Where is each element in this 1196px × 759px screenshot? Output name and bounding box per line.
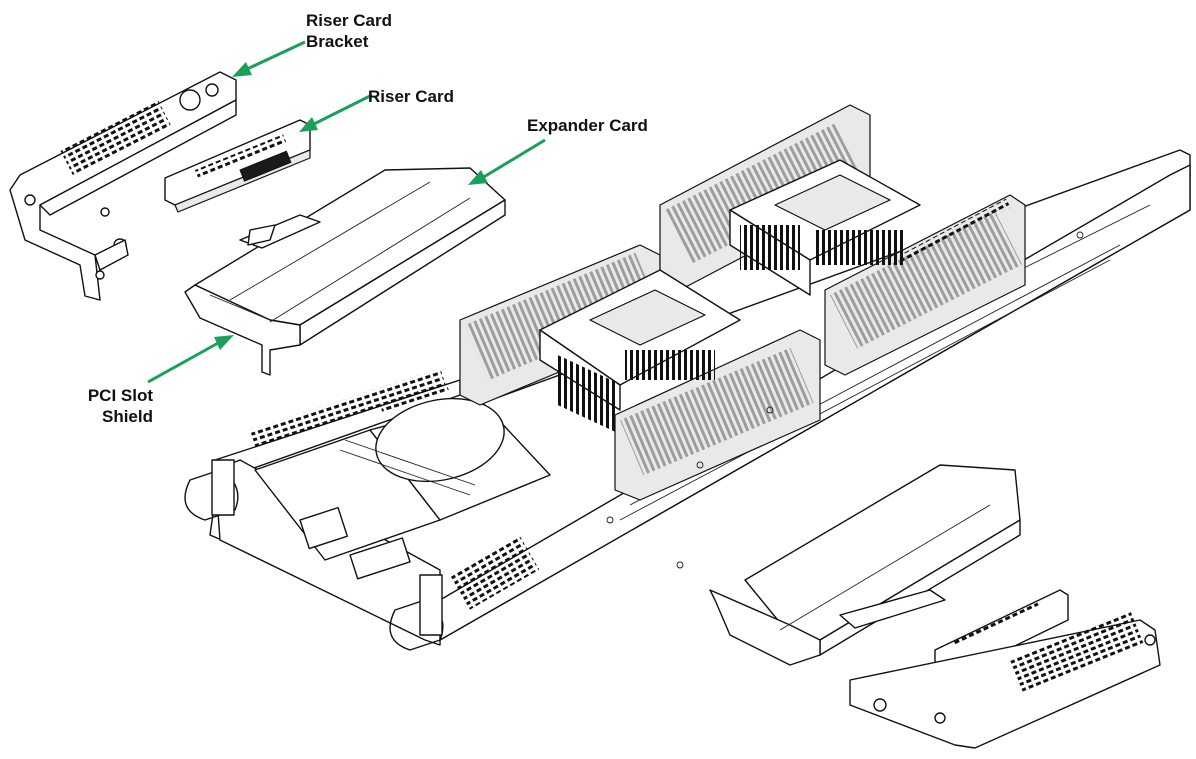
label-pci-slot-shield-line1: PCI Slot — [87, 386, 153, 405]
label-expander-card-text: Expander Card — [527, 116, 648, 135]
label-riser-card-bracket-line1: Riser Card — [306, 11, 392, 30]
label-riser-card-text: Riser Card — [368, 87, 454, 106]
arrow-pci-slot-shield — [147, 340, 221, 384]
arrow-riser-card-bracket — [244, 40, 306, 72]
label-riser-card: Riser Card — [368, 86, 454, 107]
label-riser-card-bracket: Riser Card Bracket — [306, 10, 392, 52]
arrow-riser-card — [311, 93, 373, 127]
label-expander-card: Expander Card — [527, 115, 648, 136]
expander-card-top — [184, 167, 506, 376]
server-node-chassis — [184, 104, 1191, 651]
callout-arrows — [147, 40, 546, 384]
riser-card-top — [164, 119, 311, 213]
riser-card-bracket-bottom — [849, 611, 1161, 749]
label-pci-slot-shield-line2: Shield — [101, 407, 153, 426]
arrow-expander-card — [481, 138, 546, 180]
label-riser-card-bracket-line2: Bracket — [306, 32, 369, 51]
label-pci-slot-shield: PCI Slot Shield — [58, 385, 153, 427]
expander-card-bottom — [709, 464, 1021, 666]
riser-card-bracket-top — [9, 71, 237, 301]
